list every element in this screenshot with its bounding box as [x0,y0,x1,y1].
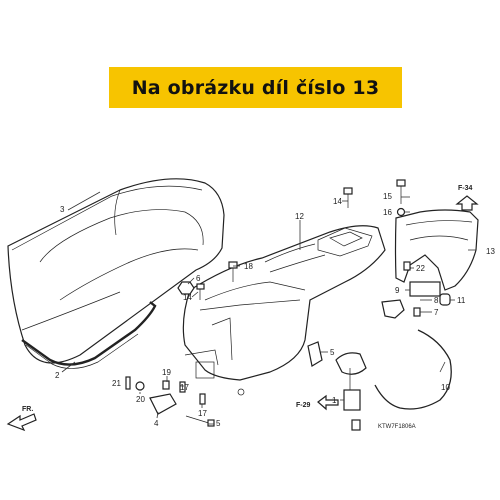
banner-text: Na obrázku díl číslo 13 [131,76,380,99]
callout-19: 19 [162,368,171,377]
callout-1: 1 [332,396,337,405]
ref-f29: F-29 [296,402,311,409]
leader-lines [61,191,476,425]
diagram-code: KTW7F1806A [378,424,416,430]
seat-bracket-drawing [394,209,479,291]
callout-8: 8 [434,296,439,305]
callout-5: 5 [330,348,335,357]
seat-gasket-drawing [21,301,157,369]
callout-7: 7 [434,308,439,317]
callout-11: 11 [457,296,466,305]
callout-21: 21 [112,379,121,388]
front-arrow-icon [6,413,37,432]
reference-arrows [6,195,479,432]
callout-17-bottom: 17 [198,409,207,418]
callout-18: 18 [244,262,253,271]
callout-9: 9 [395,286,400,295]
callout-10: 10 [441,383,450,392]
part-number-banner: Na obrázku díl číslo 13 [109,67,402,108]
callout-3: 3 [60,205,65,214]
callout-14-top: 14 [333,197,342,206]
callout-14-left: 14 [183,293,192,302]
callout-17-left: 17 [180,383,189,392]
callout-12: 12 [295,212,304,221]
ref-front: FR. [22,406,33,413]
callout-5-lower: 5 [216,419,221,428]
ref-f34: F-34 [458,185,473,192]
callout-13: 13 [486,247,495,256]
callout-4: 4 [154,419,159,428]
seat-drawing [7,178,225,364]
small-parts [125,179,451,431]
callout-6: 6 [196,274,201,283]
luggage-box-drawing [182,225,386,396]
seat-lock-cable [374,329,452,410]
callout-22: 22 [416,264,425,273]
callout-15: 15 [383,192,392,201]
callout-16: 16 [383,208,392,217]
callout-20: 20 [136,395,145,404]
callout-labels: 3 2 12 14 15 16 13 18 6 14 22 9 8 7 11 1… [22,185,495,430]
callout-2: 2 [55,371,60,380]
